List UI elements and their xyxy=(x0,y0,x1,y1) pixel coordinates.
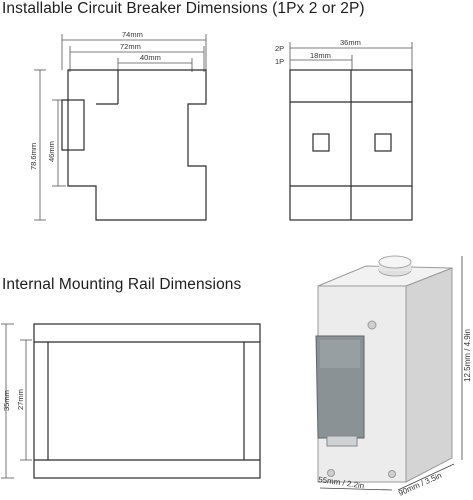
dim-18mm: 18mm xyxy=(310,51,331,60)
breaker-dimensions-title: Installable Circuit Breaker Dimensions (… xyxy=(2,0,365,17)
dim-27mm: 27mm xyxy=(16,389,25,410)
dim-46mm: 46mm xyxy=(47,141,56,162)
dim-35mm: 35mm xyxy=(2,390,11,411)
rail-drawing xyxy=(1,323,261,479)
breaker-front-view xyxy=(289,42,413,221)
enclosure-illustration xyxy=(315,255,463,491)
dim-78-6mm: 78.6mm xyxy=(29,143,38,170)
rail-dimensions-title: Internal Mounting Rail Dimensions xyxy=(2,276,242,293)
enclosure-height-label: 12.5mm / 4.9in xyxy=(463,329,472,382)
label-1p: 1P xyxy=(275,57,284,66)
breaker-side-view xyxy=(34,34,207,221)
dim-40mm: 40mm xyxy=(140,53,161,62)
label-2p: 2P xyxy=(275,44,284,53)
dim-74mm: 74mm xyxy=(122,30,143,39)
dim-72mm: 72mm xyxy=(120,42,141,51)
dim-36mm: 36mm xyxy=(340,38,361,47)
